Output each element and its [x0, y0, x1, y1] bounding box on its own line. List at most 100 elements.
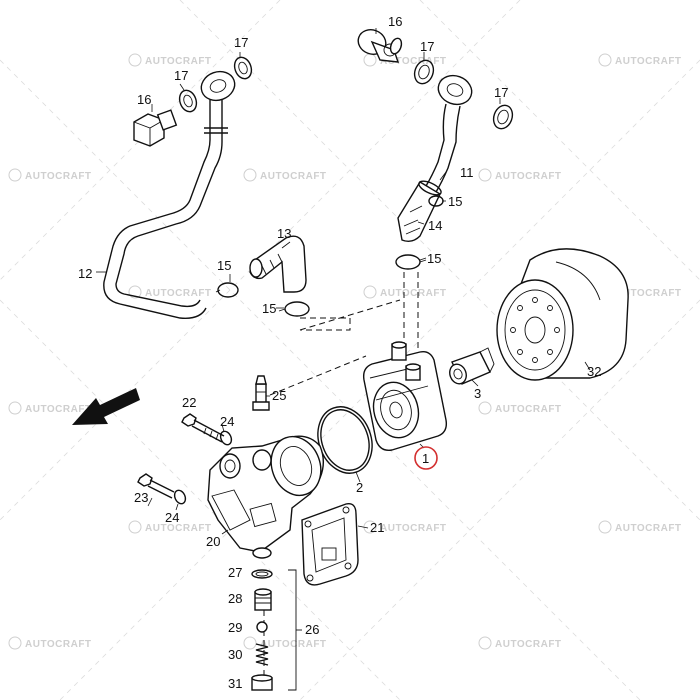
banjo-bolt-left: [133, 109, 178, 147]
label-part-24-a: 24: [220, 414, 234, 429]
leader-lines: [96, 28, 591, 535]
plug-28: [254, 588, 272, 611]
washer-right-2: [492, 104, 514, 130]
label-part-16-b: 16: [388, 14, 402, 29]
watermark-4: AUTOCRAFT: [8, 168, 92, 182]
label-part-16-a: 16: [137, 92, 151, 107]
cap-31: [251, 674, 273, 691]
washer-left-2: [233, 56, 253, 80]
washer-left-1: [178, 89, 198, 113]
seal-27: [251, 569, 273, 579]
label-part-11: 11: [460, 165, 474, 180]
banjo-bolt-right: [357, 29, 403, 63]
oil-filter: [496, 248, 629, 381]
label-part-32: 32: [587, 364, 601, 379]
svg-text:AUTOCRAFT: AUTOCRAFT: [615, 56, 682, 67]
svg-text:AUTOCRAFT: AUTOCRAFT: [615, 288, 682, 299]
connector-3: [449, 347, 495, 385]
part-labels: 17 17 16 16 17 17 12 13 15 15 11 15 14 1…: [78, 14, 601, 691]
label-part-20: 20: [206, 534, 220, 549]
svg-text:AUTOCRAFT: AUTOCRAFT: [260, 171, 327, 182]
watermark-7: AUTOCRAFT: [128, 285, 212, 299]
relief-valve-stack: [251, 569, 302, 691]
svg-text:AUTOCRAFT: AUTOCRAFT: [495, 171, 562, 182]
svg-text:AUTOCRAFT: AUTOCRAFT: [260, 639, 327, 650]
hose-clip-right-2: [395, 254, 427, 270]
watermark-16: AUTOCRAFT: [243, 636, 327, 650]
label-part-2: 2: [356, 480, 363, 495]
label-part-15-b: 15: [262, 301, 276, 316]
label-part-15-a: 15: [217, 258, 231, 273]
banjo-fitting-left: [200, 70, 236, 102]
washer-right-1: [413, 59, 435, 85]
svg-text:AUTOCRAFT: AUTOCRAFT: [380, 523, 447, 534]
watermark-17: AUTOCRAFT: [478, 636, 562, 650]
washer-24-upper: [219, 430, 233, 446]
ball-29: [256, 621, 268, 633]
label-part-3: 3: [474, 386, 481, 401]
label-part-24-b: 24: [165, 510, 179, 525]
label-part-26: 26: [305, 622, 319, 637]
watermark-12: AUTOCRAFT: [128, 520, 212, 534]
watermark-3: AUTOCRAFT: [598, 53, 682, 67]
bolt-22: [181, 413, 225, 443]
spring-30: [255, 643, 269, 666]
label-part-17-d: 17: [494, 85, 508, 100]
svg-text:AUTOCRAFT: AUTOCRAFT: [145, 523, 212, 534]
label-part-28: 28: [228, 591, 242, 606]
svg-text:AUTOCRAFT: AUTOCRAFT: [25, 639, 92, 650]
label-part-17-b: 17: [174, 68, 188, 83]
filter-holes: [510, 297, 560, 363]
watermark-8: AUTOCRAFT: [363, 285, 447, 299]
label-part-13: 13: [277, 226, 291, 241]
label-part-30: 30: [228, 647, 242, 662]
filter-housing: [207, 435, 324, 559]
watermark-1: AUTOCRAFT: [128, 53, 212, 67]
banjo-fitting-right: [437, 74, 473, 106]
direction-arrow-icon: [72, 388, 140, 425]
watermark-15: AUTOCRAFT: [8, 636, 92, 650]
label-part-15-d: 15: [427, 251, 441, 266]
svg-text:AUTOCRAFT: AUTOCRAFT: [380, 288, 447, 299]
hose-elbow-13: [249, 235, 307, 293]
label-part-31: 31: [228, 676, 242, 691]
label-part-22: 22: [182, 395, 196, 410]
oil-cooler: [362, 341, 448, 451]
watermark-2: AUTOCRAFT: [363, 53, 447, 67]
oil-pipe-left: [103, 100, 228, 319]
svg-text:AUTOCRAFT: AUTOCRAFT: [615, 523, 682, 534]
washer-24-lower: [173, 489, 187, 505]
oil-pipe-right: [425, 103, 461, 193]
label-part-14: 14: [428, 218, 442, 233]
svg-text:AUTOCRAFT: AUTOCRAFT: [145, 288, 212, 299]
svg-text:AUTOCRAFT: AUTOCRAFT: [145, 56, 212, 67]
sensor-25: [252, 375, 270, 411]
label-part-29: 29: [228, 620, 242, 635]
svg-text:AUTOCRAFT: AUTOCRAFT: [25, 404, 92, 415]
label-part-21: 21: [370, 520, 384, 535]
svg-text:AUTOCRAFT: AUTOCRAFT: [495, 404, 562, 415]
hose-clip-left-1: [215, 282, 239, 298]
label-part-25: 25: [272, 388, 286, 403]
gasket-21: [301, 503, 359, 586]
label-part-17-c: 17: [420, 39, 434, 54]
hose-clip-left-2: [278, 301, 310, 317]
watermark-14: AUTOCRAFT: [598, 520, 682, 534]
label-part-27: 27: [228, 565, 242, 580]
label-part-17-a: 17: [234, 35, 248, 50]
watermarks: AUTOCRAFT AUTOCRAFT AUTOCRAFT AUTOCRAFT …: [8, 53, 682, 650]
hose-14: [397, 180, 442, 243]
label-part-12: 12: [78, 266, 92, 281]
part-1-highlight-ring: [414, 446, 438, 470]
bolt-23: [137, 473, 175, 499]
svg-text:AUTOCRAFT: AUTOCRAFT: [380, 56, 447, 67]
label-part-15-c: 15: [448, 194, 462, 209]
label-part-23: 23: [134, 490, 148, 505]
watermark-5: AUTOCRAFT: [243, 168, 327, 182]
label-part-1: 1: [422, 451, 429, 466]
watermark-11: AUTOCRAFT: [478, 401, 562, 415]
svg-text:AUTOCRAFT: AUTOCRAFT: [25, 171, 92, 182]
svg-text:AUTOCRAFT: AUTOCRAFT: [495, 639, 562, 650]
watermark-10: AUTOCRAFT: [8, 401, 92, 415]
